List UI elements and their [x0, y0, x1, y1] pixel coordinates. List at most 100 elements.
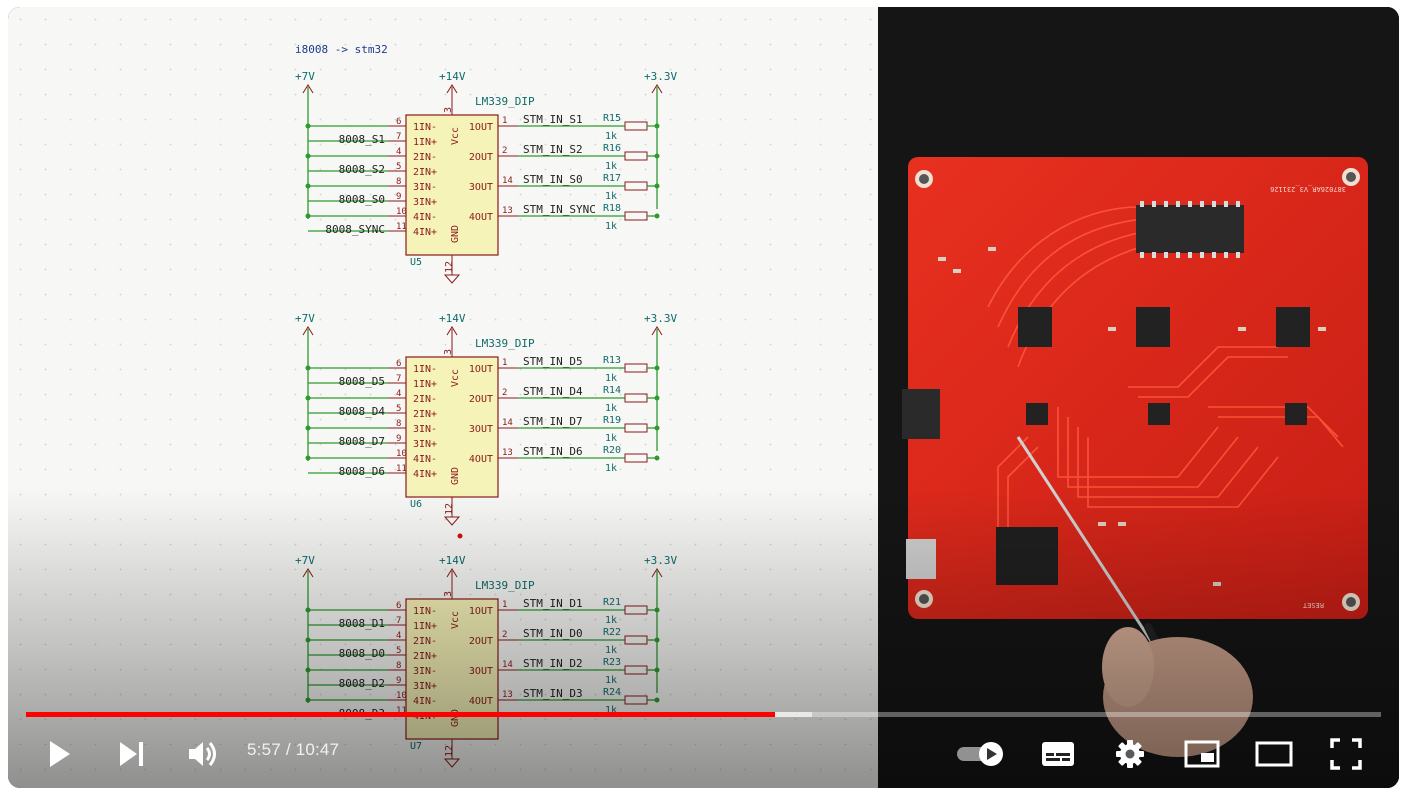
pin-name: 4IN- — [413, 696, 437, 707]
power-arrow — [446, 326, 458, 336]
output-pin-name: 3OUT — [469, 424, 493, 435]
part-name: LM339_DIP — [475, 337, 535, 350]
resistor-ref: R16 — [603, 143, 621, 154]
pin-number: 6 — [396, 359, 401, 369]
progress-bar[interactable] — [26, 712, 1381, 717]
resistor-ref: R21 — [603, 597, 621, 608]
resistor-value: 1k — [605, 463, 617, 474]
output-net-label: STM_IN_D5 — [523, 355, 583, 368]
subtitles-button[interactable] — [1036, 734, 1080, 774]
time-display: 5:57 / 10:47 — [247, 740, 339, 760]
settings-icon — [1116, 740, 1144, 768]
pin-number: 11 — [396, 222, 407, 232]
pin-number: 6 — [396, 117, 401, 127]
resistor-value: 1k — [605, 373, 617, 384]
theater-mode-icon — [1255, 741, 1293, 767]
output-net-label: STM_IN_D4 — [523, 385, 583, 398]
chip-body — [405, 356, 499, 498]
resistor-ref: R14 — [603, 385, 621, 396]
output-pin-number: 1 — [502, 358, 507, 368]
pin-number: 7 — [396, 374, 401, 384]
junction — [654, 425, 660, 431]
junction — [654, 213, 660, 219]
junction — [654, 667, 660, 673]
pin-name: 4IN+ — [413, 227, 437, 238]
power-label: +14V — [439, 554, 466, 567]
gnd-pin-number: 12 — [444, 745, 455, 757]
pin-number: 4 — [396, 147, 401, 157]
pin-name: 4IN- — [413, 454, 437, 465]
miniplayer-icon — [1184, 740, 1220, 768]
output-pin-number: 1 — [502, 116, 507, 126]
dip-ic — [1136, 205, 1244, 253]
pcb-photo: 387026AR_V3_231126 RESET — [878, 7, 1399, 788]
output-pin-number: 1 — [502, 600, 507, 610]
resistor-ref: R24 — [603, 687, 621, 698]
output-pin-name: 4OUT — [469, 212, 493, 223]
resistor — [624, 695, 648, 705]
resistor — [624, 453, 648, 463]
junction — [305, 365, 311, 371]
pin-name: 3IN+ — [413, 439, 437, 450]
play-button[interactable] — [38, 734, 82, 774]
junction — [654, 607, 660, 613]
output-pin-number: 13 — [502, 206, 513, 216]
junction — [305, 123, 311, 129]
pcb-board — [908, 157, 1368, 619]
play-icon — [50, 741, 70, 767]
pin-name: 1IN+ — [413, 621, 437, 632]
input-net-label: 8008_D0 — [339, 647, 385, 660]
output-net-label: STM_IN_D2 — [523, 657, 583, 670]
resistor-value: 1k — [605, 615, 617, 626]
pin-number: 10 — [396, 207, 407, 217]
resistor — [624, 363, 648, 373]
output-net-label: STM_IN_D3 — [523, 687, 583, 700]
pin-number: 4 — [396, 389, 401, 399]
resistor-ref: R22 — [603, 627, 621, 638]
pin-number: 5 — [396, 646, 401, 656]
next-button[interactable] — [110, 734, 154, 774]
output-net-label: STM_IN_D0 — [523, 627, 583, 640]
input-net-label: 8008_D5 — [339, 375, 385, 388]
chip-ref: U5 — [410, 257, 422, 268]
time-separator: / — [280, 740, 296, 759]
volume-button[interactable] — [181, 734, 225, 774]
pin-name: 2IN- — [413, 152, 437, 163]
board-label: 387026AR_V3_231126 — [1270, 185, 1346, 193]
resistor — [624, 393, 648, 403]
input-net-label: 8008_D1 — [339, 617, 385, 630]
resistor-ref: R17 — [603, 173, 621, 184]
gnd-symbol — [443, 758, 461, 768]
power-arrow — [651, 568, 663, 578]
autoplay-toggle[interactable] — [953, 734, 1009, 774]
pin-number: 10 — [396, 691, 407, 701]
subtitles-icon — [1042, 742, 1074, 766]
pin-number: 9 — [396, 192, 401, 202]
miniplayer-button[interactable] — [1180, 734, 1224, 774]
resistor-value: 1k — [605, 403, 617, 414]
resistor-ref: R15 — [603, 113, 621, 124]
pin-number: 7 — [396, 616, 401, 626]
output-net-label: STM_IN_S1 — [523, 113, 583, 126]
vcc-pin-number: 3 — [443, 591, 454, 597]
resistor — [624, 211, 648, 221]
output-pin-name: 2OUT — [469, 152, 493, 163]
output-pin-number: 2 — [502, 388, 507, 398]
fullscreen-button[interactable] — [1324, 734, 1368, 774]
theater-mode-button[interactable] — [1252, 734, 1296, 774]
junction — [305, 395, 311, 401]
power-label: +3.3V — [644, 554, 677, 567]
output-pin-name: 3OUT — [469, 666, 493, 677]
chip-ref: U7 — [410, 741, 422, 752]
output-pin-number: 2 — [502, 630, 507, 640]
pin-name: 2IN+ — [413, 167, 437, 178]
settings-button[interactable] — [1108, 734, 1152, 774]
resistor — [624, 423, 648, 433]
input-net-label: 8008_D6 — [339, 465, 385, 478]
output-net-label: STM_IN_SYNC — [523, 203, 596, 216]
input-net-label: 8008_S1 — [339, 133, 385, 146]
junction — [654, 637, 660, 643]
input-net-label: 8008_D7 — [339, 435, 385, 448]
vcc-pin-number: 3 — [443, 349, 454, 355]
